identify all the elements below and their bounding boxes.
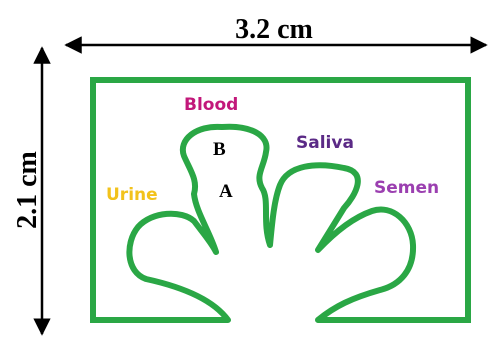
sample-area-outline <box>129 127 413 320</box>
marker-b: B <box>213 139 226 160</box>
semen-label: Semen <box>374 178 439 198</box>
saliva-label: Saliva <box>296 133 354 153</box>
blood-label: Blood <box>184 95 238 115</box>
width-dimension-label: 3.2 cm <box>235 14 313 45</box>
marker-a: A <box>219 181 233 202</box>
urine-label: Urine <box>106 185 158 205</box>
height-dimension-label: 2.1 cm <box>12 151 43 229</box>
